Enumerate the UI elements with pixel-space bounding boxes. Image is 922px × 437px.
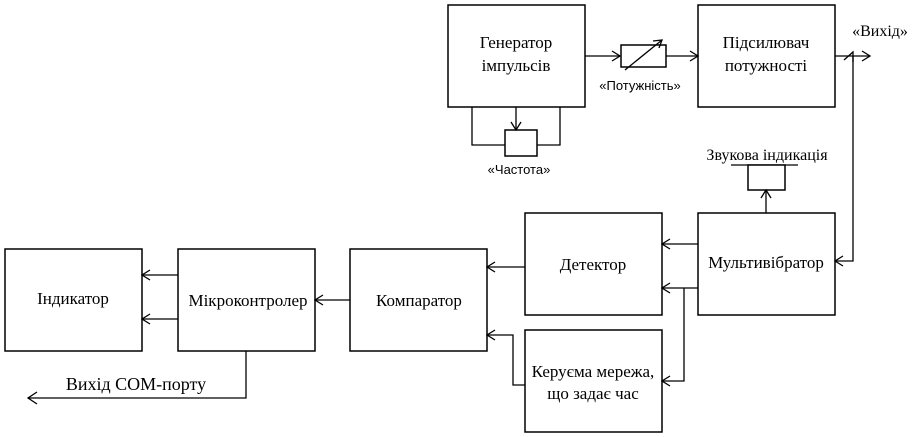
timer-network-label-line1: Керуєма мережа,	[532, 362, 655, 381]
microcontroller-block	[177, 248, 316, 352]
timer-to-comparator-arrow	[485, 329, 496, 341]
mcu-to-com-port-line	[28, 351, 247, 399]
multivibrator-to-timer-line	[662, 288, 685, 382]
multivibrator-to-detector-lower-arrow	[660, 282, 671, 294]
power-resistor	[620, 44, 667, 68]
detector-block	[524, 212, 663, 316]
multivibrator-to-sound-arrow	[760, 188, 772, 199]
multivibrator-to-timer-arrow	[660, 375, 671, 387]
frequency-label: «Частота»	[488, 162, 551, 177]
frequency-loop-left	[471, 107, 505, 146]
com-port-output-label: Вихід COM-порту	[66, 374, 206, 394]
indicator-label: Індикатор	[37, 289, 109, 308]
power-label: «Потужність»	[599, 78, 681, 93]
mcu-to-indicator-arrow-top	[140, 269, 151, 281]
multivibrator-label: Мультивібратор	[708, 253, 824, 272]
detector-label: Детектор	[560, 255, 627, 274]
indicator-block	[4, 248, 143, 352]
detector-to-comparator-arrow	[485, 261, 496, 273]
frequency-resistor	[504, 129, 538, 157]
mcu-to-indicator-arrow-bottom	[140, 313, 151, 325]
comparator-block	[349, 248, 488, 352]
mcu-to-com-port-arrow	[26, 391, 38, 405]
multivibrator-to-detector-arrow	[660, 238, 671, 250]
power-to-amp-arrow	[689, 50, 700, 62]
frequency-wiper-arrow	[510, 121, 522, 132]
output-junction-arrow	[843, 50, 854, 62]
power-resistor-variable-arrow	[652, 39, 663, 49]
amplifier-block	[697, 4, 836, 108]
comparator-label: Компаратор	[376, 291, 462, 310]
timer-network-label-line2: що задає час	[547, 384, 639, 403]
amp-to-output-arrow	[861, 50, 872, 62]
output-label: «Вихід»	[852, 23, 908, 40]
microcontroller-label: Мікроконтролер	[188, 291, 307, 310]
power-resistor-variable-line	[624, 39, 663, 71]
amplifier-label-line2: потужності	[725, 56, 808, 75]
timer-to-comparator-line	[487, 334, 525, 386]
frequency-loop-right	[537, 107, 561, 146]
output-to-multivibrator-arrow	[833, 255, 844, 267]
generator-label-line2: імпульсів	[482, 56, 551, 75]
sound-indicator-box	[747, 164, 786, 191]
output-to-multivibrator-line	[835, 56, 854, 262]
generator-label-line1: Генератор	[480, 33, 553, 52]
gen-to-power-arrow	[611, 50, 622, 62]
timer-network-block	[524, 329, 663, 433]
amplifier-label-line1: Підсилювач	[723, 33, 810, 52]
generator-block	[447, 4, 586, 108]
sound-indication-label: Звукова індикація	[706, 147, 828, 164]
comparator-to-mcu-arrow	[313, 294, 324, 306]
